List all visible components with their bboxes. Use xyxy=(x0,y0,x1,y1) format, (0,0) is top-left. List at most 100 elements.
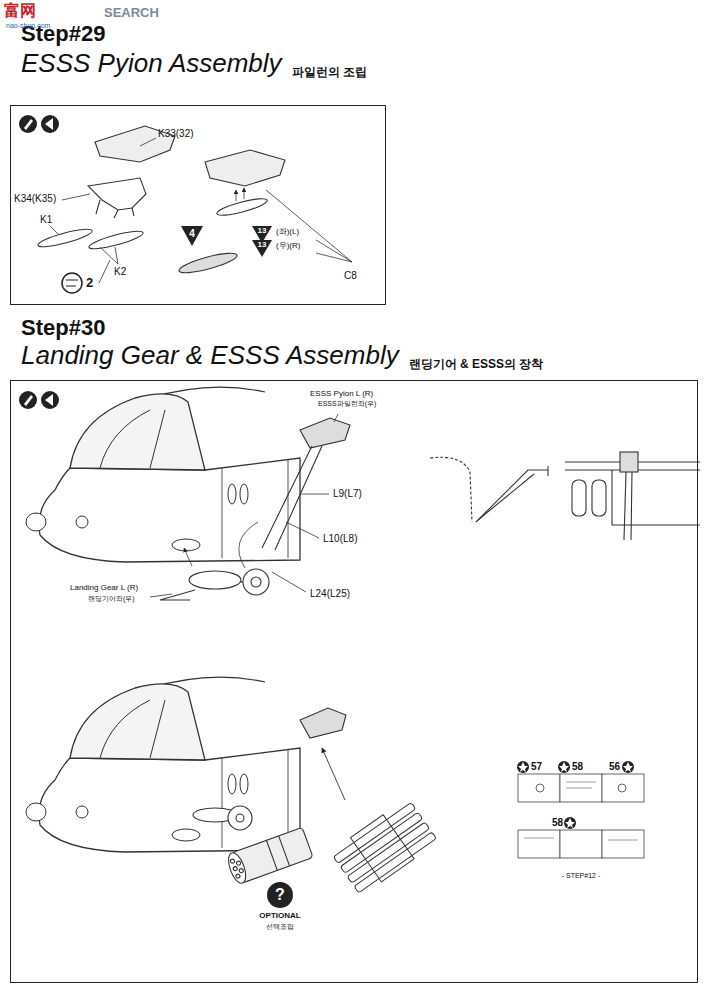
optional-icon xyxy=(267,882,293,908)
leader-line xyxy=(239,522,258,568)
detail-view xyxy=(624,472,632,540)
pylon-part xyxy=(177,249,238,276)
watermark: nao-shop.com xyxy=(6,22,50,30)
pylon-part xyxy=(262,446,322,550)
detail-view xyxy=(620,452,638,472)
part-number: L9(L7) xyxy=(333,488,362,499)
decal-sheet xyxy=(618,784,626,792)
decal-marker xyxy=(564,817,576,829)
missile-rack xyxy=(340,812,422,873)
leader-line xyxy=(266,190,352,262)
decal-number: 57 xyxy=(531,761,542,772)
part-number: L10(L8) xyxy=(323,533,357,544)
decal-marker xyxy=(565,818,575,828)
optional-note: OPTIONAL xyxy=(259,912,300,921)
decal-marker xyxy=(518,762,528,772)
step-title-korean: 랜딩기어 & ESSS의 장착 xyxy=(409,358,544,372)
marker-symbol xyxy=(181,226,203,246)
callout-number: 4 xyxy=(189,228,195,239)
leader-line xyxy=(236,190,237,201)
leader-line xyxy=(150,594,172,597)
step-title: Landing Gear & ESSS Assembly xyxy=(21,341,399,371)
decal-marker xyxy=(517,761,634,829)
pylon-part xyxy=(262,736,322,838)
pylon-part xyxy=(216,195,269,218)
tool-icon xyxy=(19,391,37,409)
detail-view xyxy=(547,466,548,476)
marker-symbol xyxy=(62,226,272,293)
optional-note: 선택조립 xyxy=(266,923,294,931)
landing-gear xyxy=(243,569,269,595)
marker-symbol xyxy=(252,240,272,257)
decal-sheet xyxy=(524,782,638,840)
pylon-part xyxy=(88,178,146,210)
rocket-pod xyxy=(225,851,249,886)
rocket-pod xyxy=(225,827,313,885)
landing-gear xyxy=(189,571,241,589)
marker-symbol xyxy=(62,273,82,293)
leader-line xyxy=(150,414,338,597)
step-number: Step#30 xyxy=(21,315,105,340)
watermark: SEARCH xyxy=(104,6,159,20)
decal-number: 58 xyxy=(572,761,583,772)
side-note: (우)(R) xyxy=(276,242,300,251)
rocket-pod xyxy=(266,836,289,871)
decal-sheet xyxy=(518,774,644,858)
leader-line xyxy=(62,194,90,200)
landing-gear xyxy=(193,806,252,830)
detail-view xyxy=(478,474,534,520)
leader-line xyxy=(244,188,245,199)
assembly-name: ESSS파일런좌(우) xyxy=(318,400,376,408)
leader-line xyxy=(140,138,156,146)
decal-number: 58 xyxy=(552,817,563,828)
detail-view xyxy=(592,480,606,516)
detail-view xyxy=(430,457,472,522)
quantity: 2 xyxy=(86,276,93,290)
leader-line xyxy=(300,494,329,495)
leader-line xyxy=(316,240,352,262)
step-title-korean: 파일런의 조립 xyxy=(292,66,367,80)
callout-number: 13 xyxy=(258,241,267,250)
part-number: C8 xyxy=(344,270,357,281)
step-title: ESSS Pyion Assembly xyxy=(21,49,282,79)
landing-gear xyxy=(236,814,244,822)
leader-line xyxy=(272,572,306,592)
missile-rack xyxy=(330,797,439,896)
part-number: K33(32) xyxy=(158,128,194,139)
pylon-part xyxy=(300,418,350,448)
landing-gear xyxy=(251,577,261,587)
decal-marker xyxy=(517,761,529,773)
part-number: K34(K35) xyxy=(14,193,56,204)
decal-number: 56 xyxy=(609,761,620,772)
tool-icon xyxy=(24,119,33,130)
leader-line xyxy=(322,748,345,800)
tool-icon xyxy=(24,395,33,406)
rocket-pod xyxy=(235,874,240,879)
decal-sheet xyxy=(602,774,644,802)
landing-gear xyxy=(160,569,269,600)
pylon-part xyxy=(37,126,285,277)
pylon-part xyxy=(262,708,346,838)
decal-marker xyxy=(623,762,633,772)
tool-icon xyxy=(45,394,53,406)
pylon-part xyxy=(300,708,346,738)
decal-sheet xyxy=(518,774,560,802)
assembly-name: Landing Gear L (R) xyxy=(70,584,138,593)
tool-icon xyxy=(19,115,37,133)
decal-sheet xyxy=(536,784,544,792)
decal-marker xyxy=(622,761,634,773)
step-panel: Step#30Landing Gear & ESSS Assembly랜딩기어 … xyxy=(10,380,698,983)
leader-line xyxy=(184,548,192,566)
rocket-pod xyxy=(236,861,241,866)
decal-marker xyxy=(559,762,569,772)
tool-icon xyxy=(45,118,53,130)
step-panel: Step#29ESSS Pyion Assembly파일런의 조립 xyxy=(10,105,386,305)
pylon-part xyxy=(88,228,145,252)
leader-line xyxy=(50,138,352,283)
decal-sheet xyxy=(560,830,602,858)
reference-note: - STEP#12 - xyxy=(562,872,601,880)
rocket-pod xyxy=(233,866,238,871)
pylon-part xyxy=(37,226,94,250)
landing-gear xyxy=(228,806,252,830)
leader-line xyxy=(50,226,58,234)
